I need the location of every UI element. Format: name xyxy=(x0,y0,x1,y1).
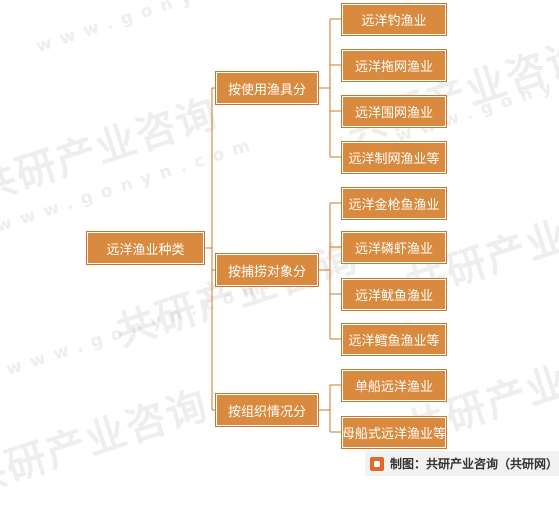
leaf-node: 远洋金枪鱼渔业 xyxy=(342,188,446,219)
group-node-target: 按捕捞对象分 xyxy=(216,254,318,286)
group-node-gear: 按使用渔具分 xyxy=(216,72,318,104)
leaf-node: 母船式远洋渔业等 xyxy=(342,417,446,448)
leaf-node: 远洋磷虾渔业 xyxy=(342,232,446,263)
leaf-node: 远洋围网渔业 xyxy=(342,96,446,127)
leaf-node: 单船远洋渔业 xyxy=(342,370,446,401)
source-credit: 制图：共研产业咨询（共研网） xyxy=(365,451,559,476)
brand-logo-icon xyxy=(370,456,384,471)
leaf-node: 远洋制网渔业等 xyxy=(342,142,446,173)
leaf-node: 远洋拖网渔业 xyxy=(342,50,446,81)
source-credit-text: 制图：共研产业咨询（共研网） xyxy=(390,457,559,471)
leaf-node: 远洋鱿鱼渔业 xyxy=(342,279,446,310)
group-node-organization: 按组织情况分 xyxy=(216,394,318,426)
root-node: 远洋渔业种类 xyxy=(87,232,204,264)
leaf-node: 远洋鳕鱼渔业等 xyxy=(342,324,446,355)
leaf-node: 远洋钓渔业 xyxy=(342,4,446,35)
connector-lines xyxy=(204,18,342,433)
